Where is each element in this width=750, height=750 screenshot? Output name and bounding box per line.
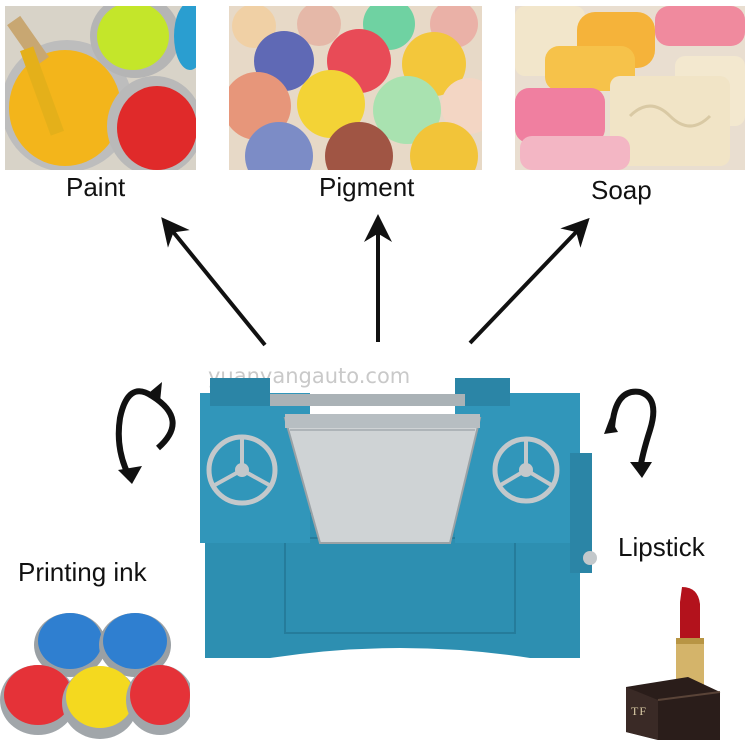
paint-label: Paint bbox=[66, 172, 126, 202]
printing-ink-label: Printing ink bbox=[18, 557, 147, 587]
arrow-to-paint-icon bbox=[161, 217, 267, 347]
right-handwheel-icon bbox=[492, 436, 560, 504]
curved-arrow-right-icon bbox=[604, 388, 657, 478]
soap-label: Soap bbox=[591, 175, 652, 205]
left-handwheel-icon bbox=[206, 434, 278, 506]
pigment-photo bbox=[229, 6, 482, 170]
paint-photo bbox=[5, 6, 196, 170]
lipstick-photo bbox=[618, 582, 728, 742]
lipstick-label: Lipstick bbox=[618, 532, 705, 562]
three-roll-mill-machine bbox=[200, 378, 597, 658]
lipstick-case-logo: TF bbox=[631, 704, 648, 718]
arrow-to-soap-icon bbox=[468, 217, 590, 345]
curved-arrow-left-icon bbox=[115, 382, 176, 484]
printing-ink-photo bbox=[0, 605, 190, 745]
soap-photo bbox=[515, 6, 745, 170]
pigment-label: Pigment bbox=[319, 172, 415, 202]
